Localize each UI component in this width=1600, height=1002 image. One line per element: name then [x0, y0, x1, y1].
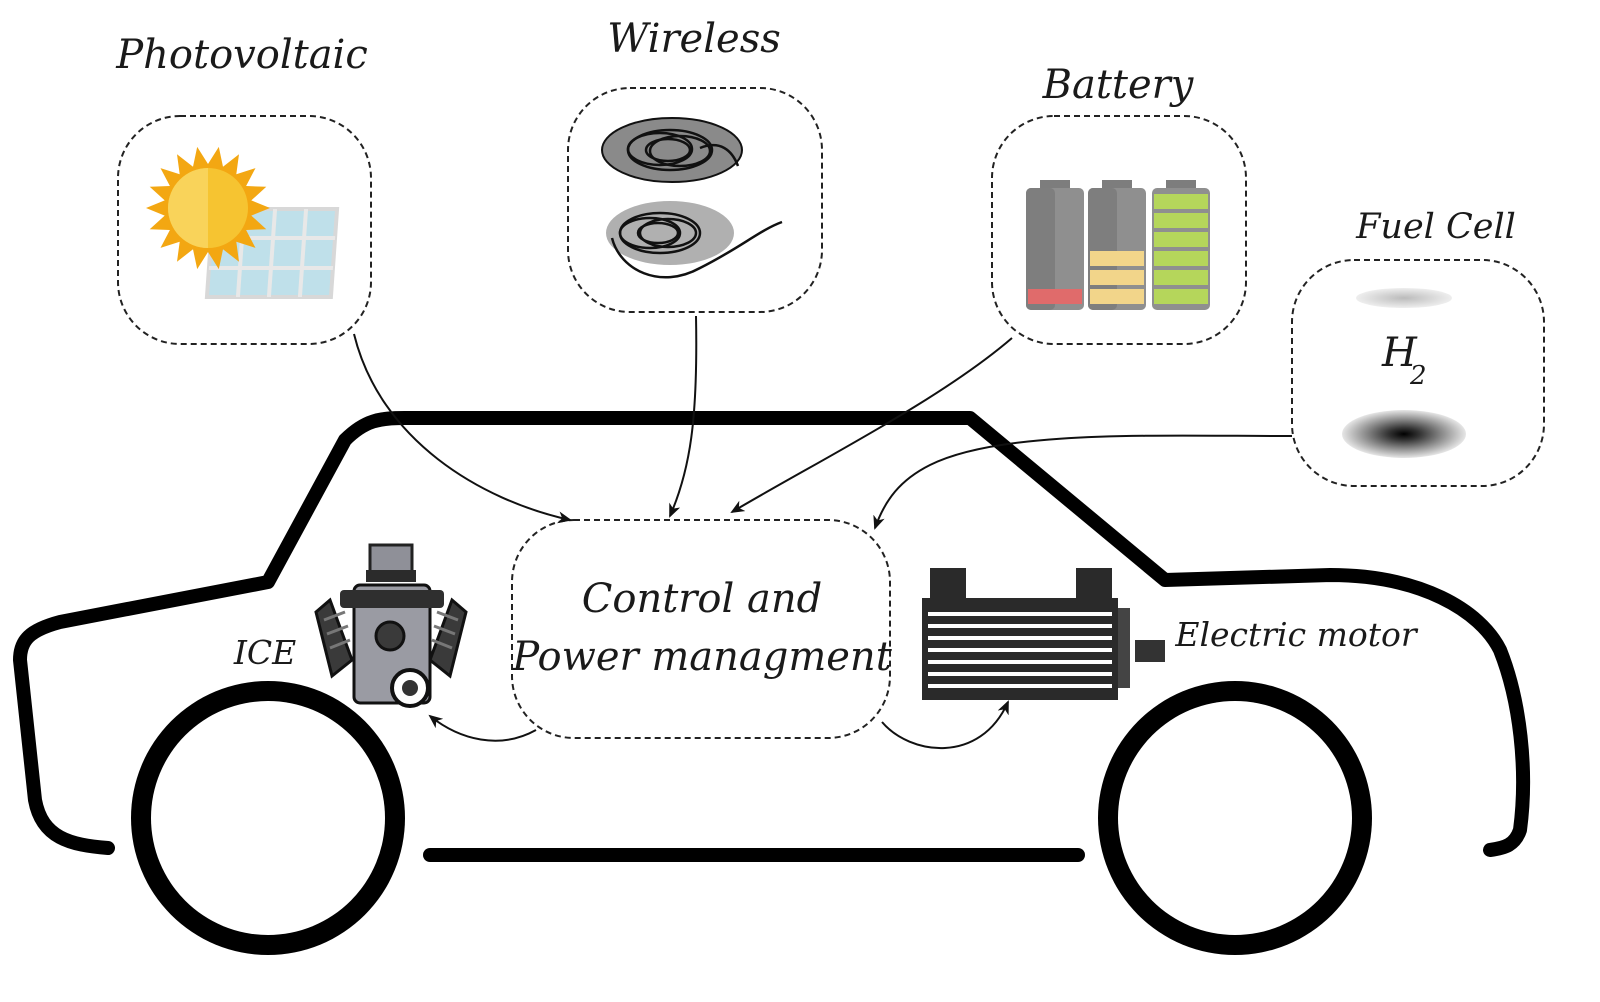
wireless-box: [567, 87, 823, 313]
arrow-battery-to-control: [730, 337, 1013, 514]
front-wheel: [131, 681, 405, 955]
wireless-label: Wireless: [607, 16, 781, 62]
arrow-control-to-ice: [428, 714, 537, 742]
rear-wheel: [1098, 681, 1372, 955]
battery-icon: [1026, 180, 1210, 310]
arrow-wireless-to-control: [669, 315, 698, 518]
fuel-cell-box: [1291, 259, 1545, 487]
electric-motor-icon: [922, 568, 1165, 700]
h2-label: H: [1381, 330, 1418, 376]
h2-subscript: 2: [1409, 361, 1427, 391]
arrow-control-to-motor: [881, 700, 1009, 749]
photovoltaic-label: Photovoltaic: [115, 32, 368, 78]
engine-icon: [314, 543, 468, 708]
arrow-fuelcell-to-control: [873, 434, 1293, 530]
control-label-line1: Control and: [582, 576, 822, 622]
battery-label: Battery: [1042, 62, 1195, 108]
photovoltaic-box: [117, 115, 372, 345]
control-power-box: [511, 519, 891, 739]
battery-box: [991, 115, 1247, 345]
ice-label: ICE: [233, 633, 296, 672]
car-body: [13, 411, 1531, 862]
fuel-cell-label: Fuel Cell: [1355, 207, 1516, 247]
hydrogen-icon: [1342, 288, 1466, 458]
wireless-coil-icon: [601, 117, 783, 279]
arrow-photovoltaic-to-control: [353, 333, 572, 524]
control-label-line2: Power managment: [511, 634, 892, 680]
electric-motor-label: Electric motor: [1174, 615, 1419, 654]
sun-icon: [146, 146, 270, 270]
